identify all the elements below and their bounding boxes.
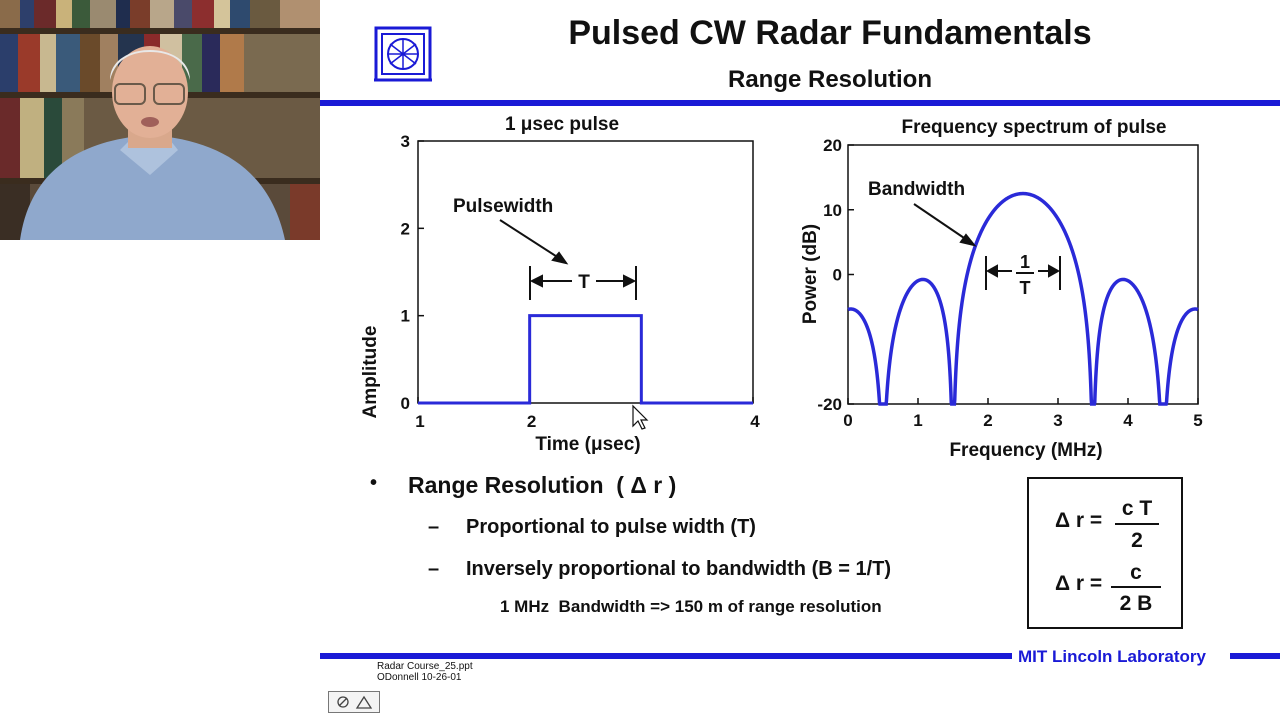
bullet-main-symbol: ( Δ r ) — [616, 472, 677, 498]
formula1-lhs: Δ r = — [1055, 509, 1103, 532]
bullet-main-label: Range Resolution — [408, 472, 604, 498]
pulsewidth-annotation: Pulsewidth — [453, 196, 553, 217]
spectrum-xtick-label: 1 — [913, 411, 922, 430]
spectrum-xtick-label: 2 — [983, 411, 992, 430]
pulse-chart-frame — [417, 140, 754, 404]
formula1-num: c T — [1121, 497, 1153, 520]
bandwidth-arrow — [913, 203, 977, 247]
slide-subtitle: Range Resolution — [727, 66, 932, 93]
formula2-num: c — [1130, 561, 1142, 584]
spectrum-ytick-label: 0 — [833, 266, 842, 285]
bandwidth-annotation: Bandwidth — [868, 179, 965, 200]
formula1-bar — [1115, 523, 1159, 525]
width-marker — [529, 266, 637, 300]
width-T-label: T — [578, 272, 590, 293]
pulse-series-line — [418, 314, 753, 405]
pen-tool-icon[interactable] — [329, 692, 381, 714]
sub-bullet-pulse-width: Proportional to pulse width (T) — [466, 516, 756, 538]
pulse-chart-title: 1 μsec pulse — [505, 114, 619, 135]
bullet-range-resolution: Range Resolution ( Δ r ) — [408, 472, 676, 499]
pulse-xtick-label: 4 — [750, 412, 760, 431]
pulse-ytick-label: 3 — [401, 132, 410, 151]
file-line-2: ODonnell 10-26-01 — [377, 672, 462, 683]
formula1-den: 2 — [1131, 529, 1143, 552]
spectrum-ytick-label: -20 — [817, 395, 842, 414]
slide-title: Pulsed CW Radar Fundamentals — [568, 14, 1092, 52]
presenter-figure — [20, 46, 285, 240]
spectrum-chart-title: Frequency spectrum of pulse — [901, 117, 1166, 138]
lincoln-lab-logo — [374, 26, 432, 82]
file-line-1: Radar Course_25.ppt — [377, 661, 473, 672]
spectrum-chart-ylabel: Power (dB) — [800, 224, 821, 324]
pulse-ytick-label: 1 — [401, 307, 410, 326]
pulse-chart-xlabel: Time (μsec) — [535, 434, 640, 455]
slideshow-controls[interactable] — [328, 691, 380, 713]
spectrum-xtick-label: 4 — [1123, 411, 1133, 430]
mouse-cursor-icon — [632, 404, 649, 430]
presenter-video[interactable] — [0, 0, 320, 240]
pulse-xtick-label: 1 — [415, 412, 424, 431]
pulse-ytick-label: 0 — [401, 394, 410, 413]
file-info: Radar Course_25.ppt ODonnell 10-26-01 — [377, 661, 473, 683]
formula2-den: 2 B — [1119, 592, 1153, 615]
formula2-lhs: Δ r = — [1055, 572, 1103, 595]
bullet-dot: • — [370, 472, 378, 494]
frac-num: 1 — [1020, 252, 1030, 272]
spectrum-xtick-label: 0 — [843, 411, 852, 430]
bottom-divider-left — [320, 653, 1012, 659]
pulsewidth-arrow — [499, 219, 569, 265]
spectrum-ytick-label: 20 — [823, 136, 842, 155]
bookshelf-row — [0, 0, 320, 28]
sub-bullet-bandwidth: Inversely proportional to bandwidth (B =… — [466, 558, 892, 580]
formula-box: Δ r = c T 2 Δ r = c 2 B — [1027, 477, 1183, 629]
spectrum-ytick-label: 10 — [823, 201, 842, 220]
footer-org: MIT Lincoln Laboratory — [1018, 647, 1206, 666]
bottom-divider-right — [1230, 653, 1280, 659]
top-divider — [320, 100, 1280, 106]
spectrum-series-line — [847, 191, 1199, 406]
formula2-bar — [1111, 586, 1161, 588]
spectrum-xtick-label: 3 — [1053, 411, 1062, 430]
sub-dash-2: – — [428, 558, 440, 580]
sub-dash-1: – — [428, 516, 440, 538]
pulse-chart-ylabel: Amplitude — [360, 326, 381, 419]
bandwidth-note: 1 MHz Bandwidth => 150 m of range resolu… — [500, 597, 882, 616]
pulse-ytick-label: 2 — [401, 219, 410, 238]
inverse-T-marker — [985, 256, 1061, 290]
pulse-xtick-label: 2 — [527, 412, 536, 431]
spectrum-chart-xlabel: Frequency (MHz) — [949, 440, 1102, 461]
spectrum-xtick-label: 5 — [1193, 411, 1202, 430]
frac-den: T — [1020, 278, 1031, 298]
